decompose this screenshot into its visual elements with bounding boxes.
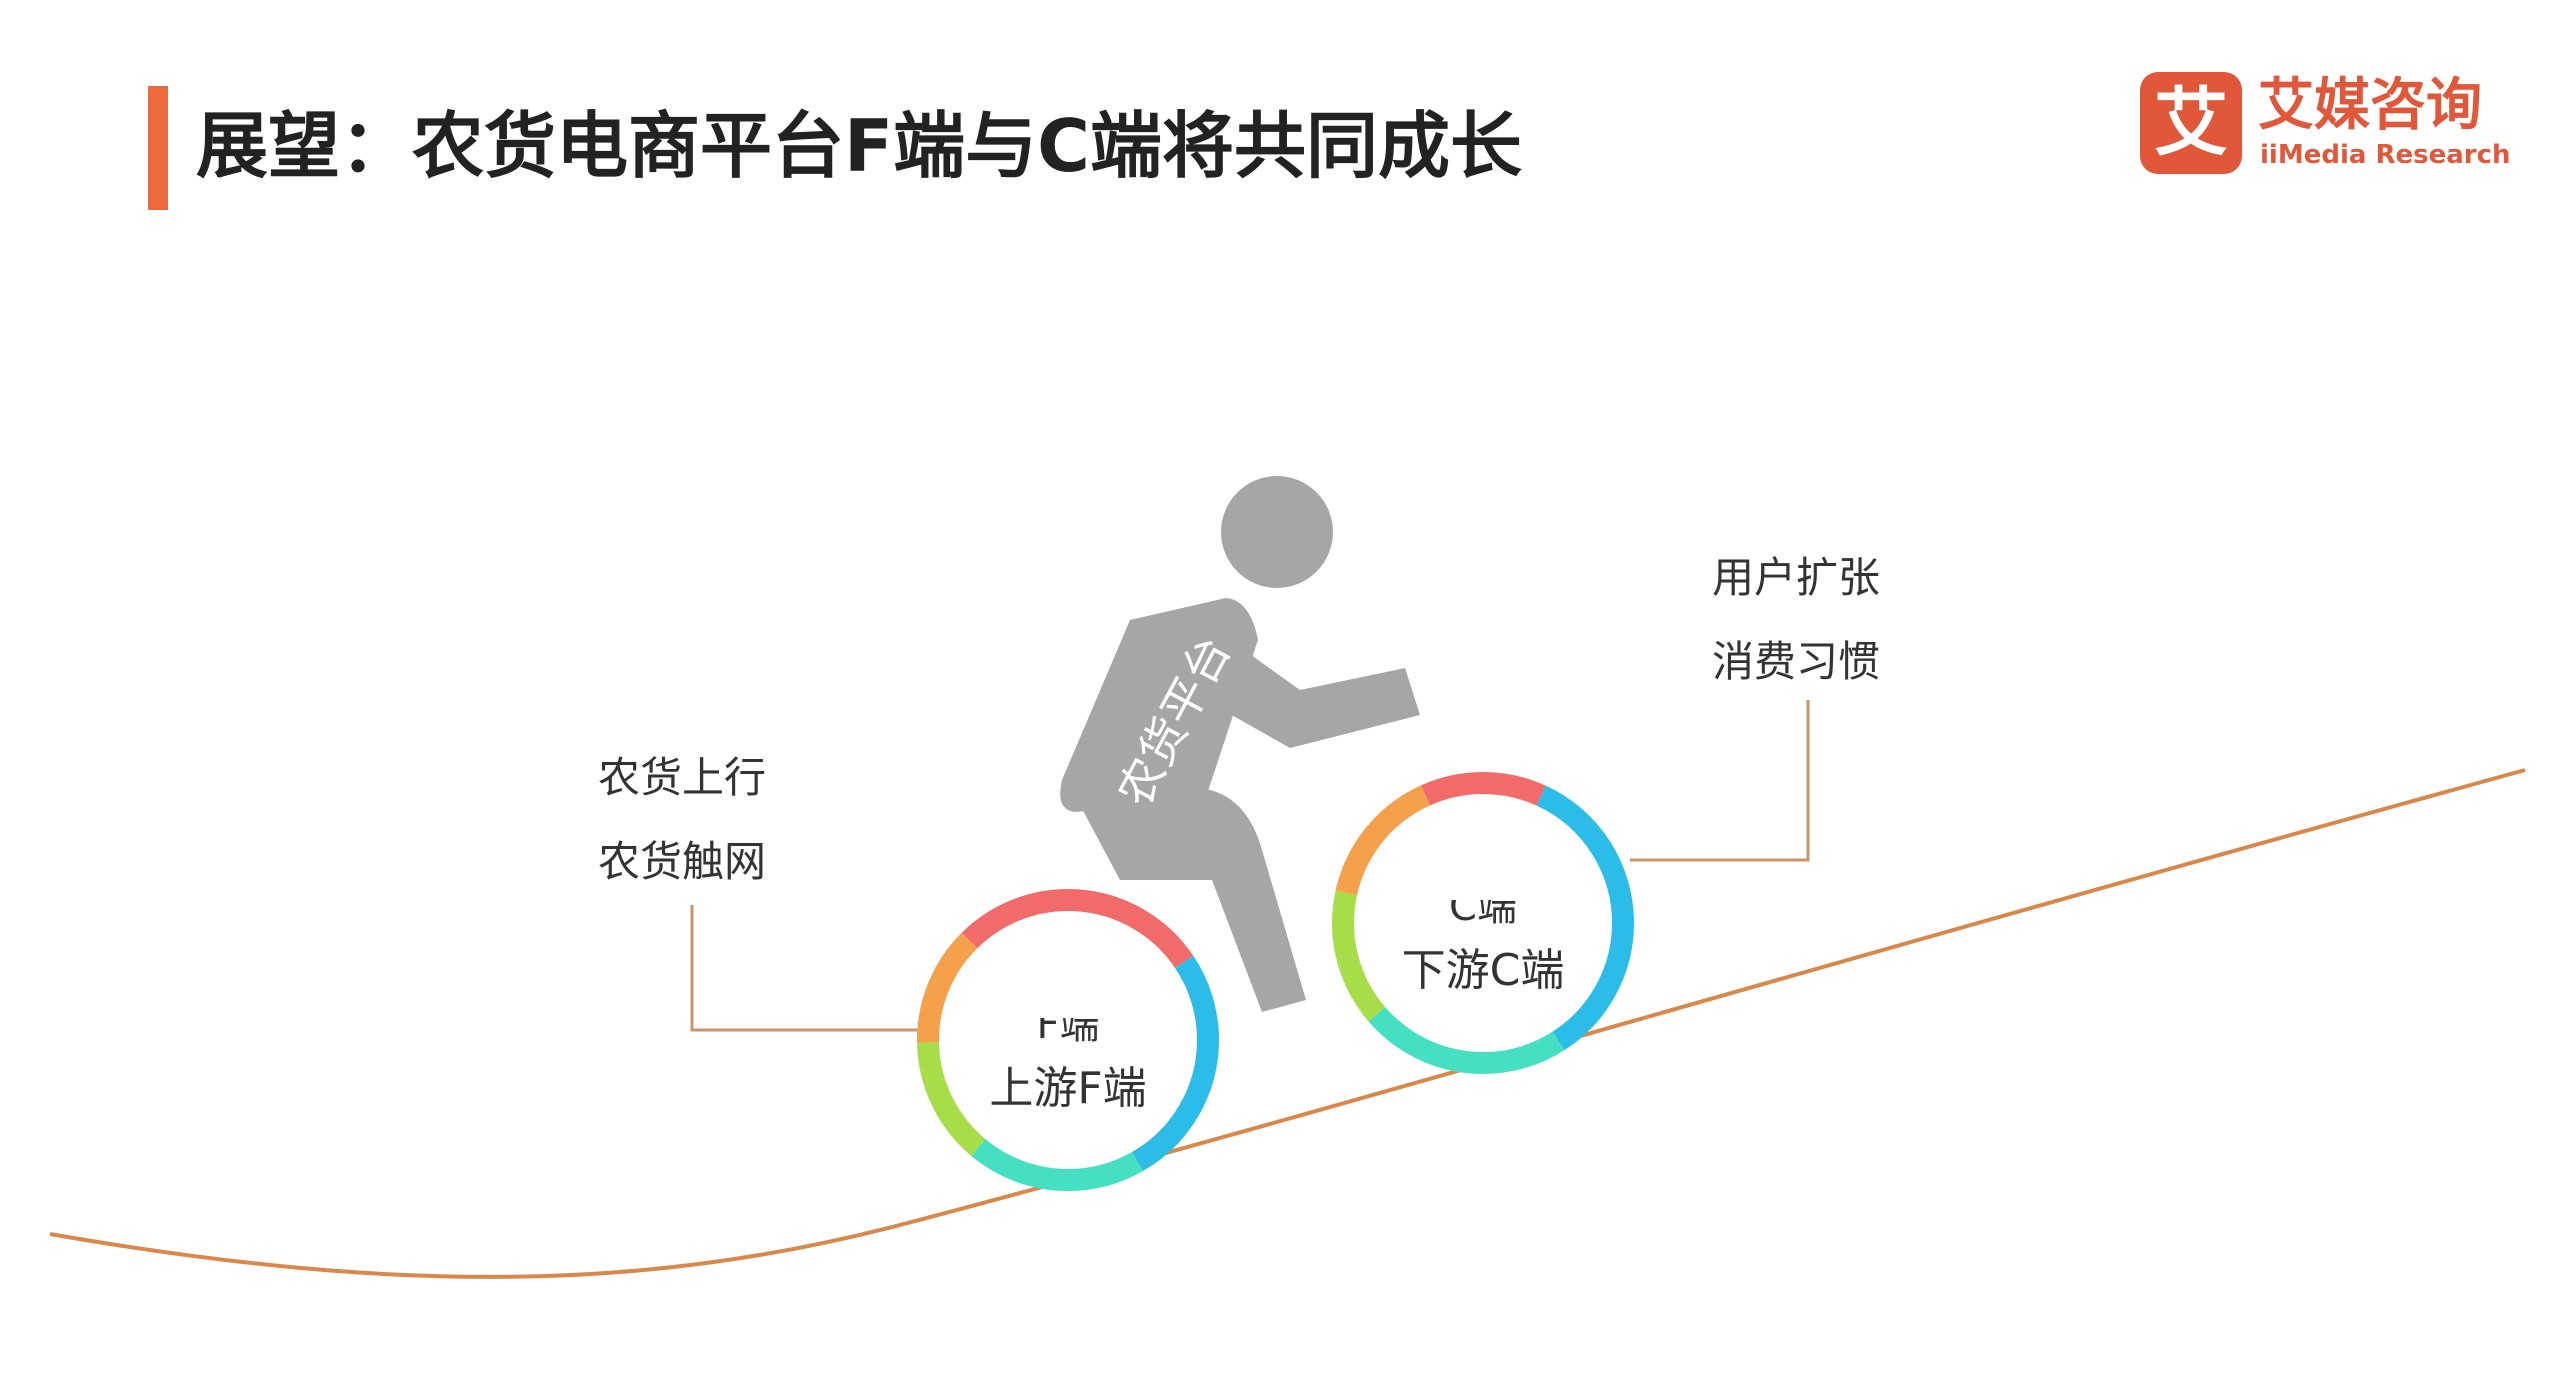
rear-callout-line-2: 农货触网 [598, 837, 767, 886]
rider-figure [1060, 476, 1420, 1012]
rider-head [1221, 476, 1333, 588]
logo-mark: 艾 [2140, 72, 2242, 174]
front-callout-line-2: 消费习惯 [1712, 637, 1881, 686]
front-callout-line-1: 用户扩张 [1712, 553, 1881, 602]
title-accent-bar [148, 86, 168, 210]
rider-leg [1072, 790, 1306, 1012]
rear-wheel-partial-label: F端 [1036, 1002, 1099, 1048]
rider-arm [1205, 640, 1420, 748]
rear-callout-line-1: 农货上行 [598, 753, 767, 802]
iimedia-logo: 艾 艾媒咨询 iiMedia Research [2140, 72, 2511, 182]
page-title: 展望：农货电商平台F端与C端将共同成长 [196, 104, 1523, 188]
front-wheel-partial-label: C端 [1449, 884, 1517, 930]
logo-name-en: iiMedia Research [2260, 140, 2511, 170]
logo-name-cn: 艾媒咨询 [2258, 73, 2482, 138]
rider-torso [1060, 598, 1258, 812]
front-wheel-connector [1630, 700, 1810, 862]
rear-wheel-label: 上游F端 [989, 1063, 1146, 1114]
rear-wheel: F端 上游F端 [917, 889, 1219, 1191]
rear-wheel-connector [690, 905, 925, 1032]
front-wheel: C端 下游C端 [1332, 772, 1634, 1074]
growth-slope-line [49, 768, 2526, 1279]
front-wheel-label: 下游C端 [1402, 945, 1565, 996]
